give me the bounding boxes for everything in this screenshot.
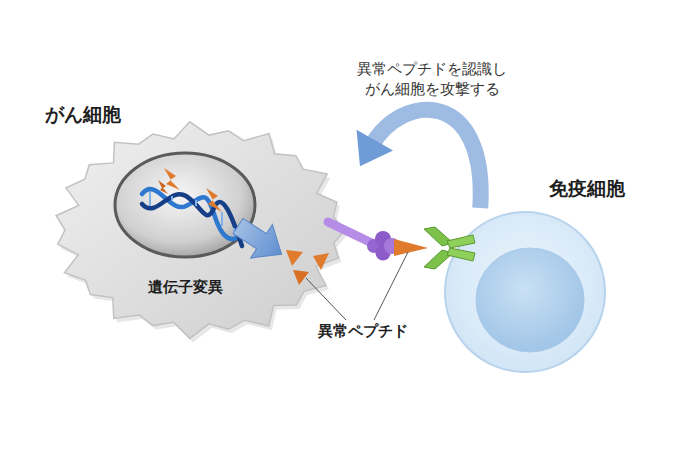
mhc-domain (375, 231, 391, 247)
cancer-cell: がん細胞遺伝子変異 (40, 100, 360, 345)
leader-line (374, 252, 408, 320)
cell-nucleus-outline (113, 150, 258, 300)
node-label: 遺伝子変異 (113, 278, 258, 298)
nucleus-membrane (115, 153, 255, 257)
immune-cell-membrane (445, 212, 605, 372)
mhc-domain (384, 238, 400, 254)
tcr-arm (424, 227, 453, 246)
arrow-head (357, 130, 394, 166)
immune-cell-nucleus (476, 248, 584, 352)
immune-cell: 免疫細胞 (440, 208, 615, 378)
cell-nucleus: 遺伝子変異 (113, 150, 258, 300)
immune-cell-outline (440, 208, 615, 378)
peptide-label: 異常ペプチド (318, 322, 438, 342)
cancer-cell-membrane (56, 122, 345, 339)
curved-arrow (372, 110, 481, 208)
mhc-domain (367, 239, 381, 253)
node-label: がん細胞 (45, 102, 175, 127)
presented-peptide (394, 239, 428, 256)
node-label: 免疫細胞 (510, 176, 625, 201)
mhc-domain (376, 246, 391, 261)
edge-label: 異常ペプチドを認識し がん細胞を攻撃する (332, 60, 532, 99)
